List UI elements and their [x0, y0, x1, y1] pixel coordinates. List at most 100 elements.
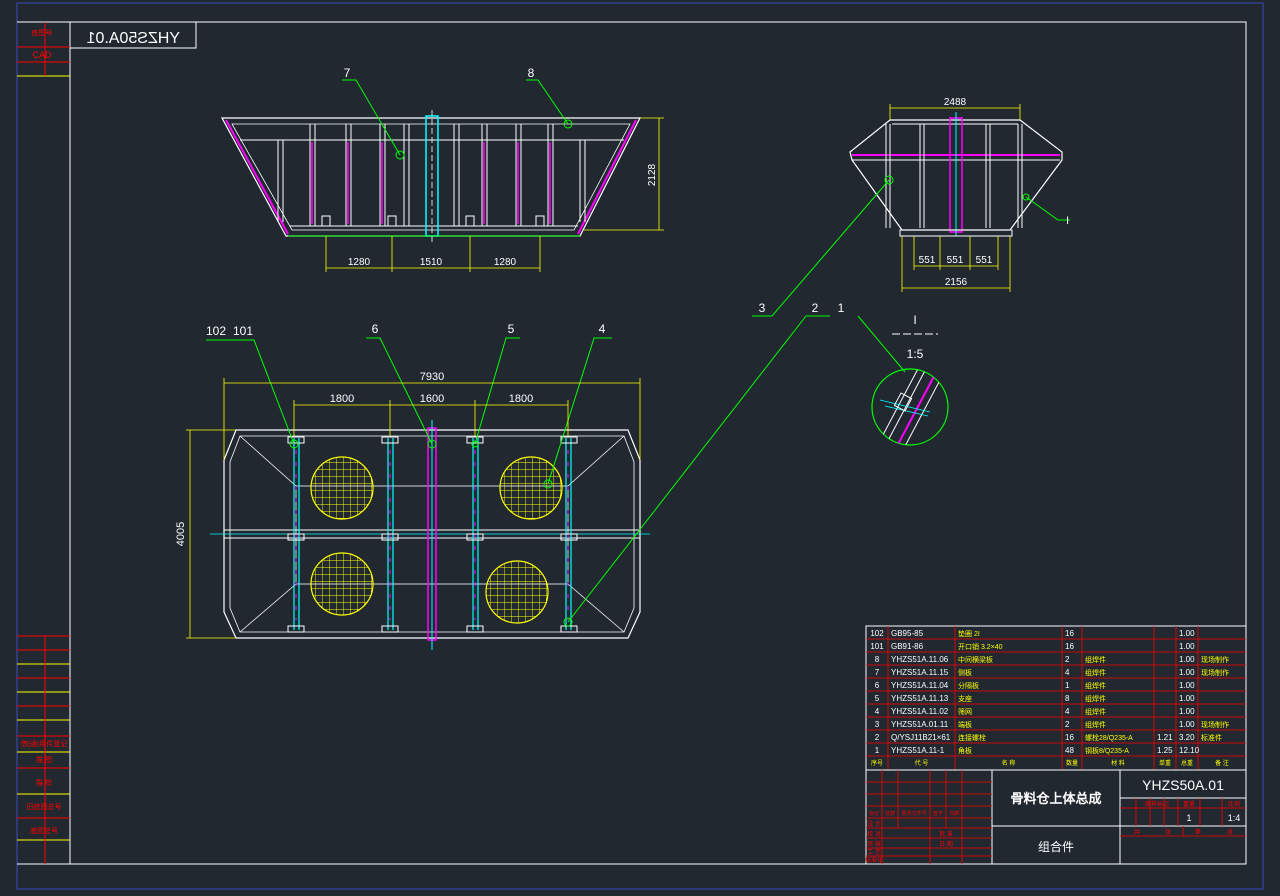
plan-callout-6: 6 [372, 322, 379, 336]
title-sheet-count: 1 [1186, 813, 1191, 823]
mirrored-code-box: YHZS50A.01 [70, 22, 197, 49]
bom-cell-name: 开口销 3.2×40 [958, 642, 1003, 651]
front-dim-1: 1510 [420, 257, 443, 268]
bom-cell-code: YHZS51A.11.15 [891, 668, 949, 677]
bom-cell-qty: 16 [1065, 629, 1074, 638]
bom-cell-note: 标准件 [1201, 733, 1222, 742]
bom-cell-no: 1 [875, 746, 880, 755]
revision-cell: 日期 [949, 811, 959, 817]
bom-header-cell: 名 称 [1002, 759, 1016, 767]
bom-cell-total: 1.00 [1179, 720, 1195, 729]
title-header-mark: 图样标记 [1145, 800, 1169, 808]
title-subtitle: 组合件 [1038, 839, 1074, 854]
side-bottom-dim-0: 551 [919, 255, 936, 266]
bom-cell-name: 侧板 [958, 668, 972, 677]
bom-cell-code: GB95-85 [891, 629, 924, 638]
left-strip-label-1: CAD [32, 50, 52, 60]
plan-span-1: 1600 [420, 393, 444, 405]
bom-cell-material: 组焊件 [1085, 655, 1106, 664]
bom-header-cell: 单重 [1159, 759, 1171, 767]
screen-grate-4 [485, 560, 549, 624]
bom-cell-no: 7 [875, 668, 880, 677]
sign-row-label: 批 准 [939, 830, 953, 838]
bom-cell-total: 3.20 [1179, 733, 1195, 742]
sign-row-label: 设 计 [867, 820, 881, 828]
bom-cell-qty: 48 [1065, 746, 1074, 755]
plan-callout-1: 1 [838, 301, 845, 315]
title-footer-2: 第 [1195, 828, 1201, 836]
bom-header-cell: 备 注 [1215, 759, 1229, 767]
bom-cell-qty: 4 [1065, 707, 1070, 716]
bom-cell-name: 分隔板 [958, 681, 979, 690]
side-bottom-dim-1: 551 [947, 255, 964, 266]
bom-cell-total: 1.00 [1179, 694, 1195, 703]
sign-row-label: 工 艺 [867, 848, 881, 856]
bom-header-cell: 序号 [871, 759, 883, 767]
left-strip-bottom-label-2: 描 校 [36, 778, 52, 787]
bom-cell-code: YHZS51A.11.02 [891, 707, 949, 716]
title-main: 骨料仓上体总成 [1010, 791, 1101, 806]
bom-cell-code: YHZS51A.11.06 [891, 655, 949, 664]
sign-row-label: 日 期 [939, 840, 953, 848]
plan-callout-2: 2 [812, 301, 819, 315]
left-strip-bottom-group: 借(通)用件登记 描 图 描 校 旧底图总号 底图总号 [17, 635, 70, 864]
bom-cell-unit: 1.25 [1157, 746, 1173, 755]
front-callout-7: 7 [344, 66, 351, 80]
bom-cell-material: 钢板8/Q235-A [1085, 746, 1129, 755]
title-block: 骨料仓上体总成 组合件 YHZS50A.01 图样标记 重量 比例 1 1:4 … [865, 769, 1247, 865]
bom-cell-no: 102 [870, 629, 884, 638]
front-callout-8: 8 [528, 66, 535, 80]
bom-cell-qty: 16 [1065, 733, 1074, 742]
side-callout-3: 3 [759, 301, 766, 315]
bom-cell-code: YHZS51A.11-1 [891, 746, 945, 755]
bom-cell-name: 垫圈 2I [958, 629, 980, 638]
bom-cell-code: YHZS51A.11.04 [891, 681, 949, 690]
bom-cell-no: 8 [875, 655, 880, 664]
bom-cell-note: 现场制作 [1201, 655, 1229, 664]
bom-header-cell: 材 料 [1111, 759, 1125, 767]
bom-cell-qty: 4 [1065, 668, 1070, 677]
screen-grate-3 [310, 552, 374, 616]
bom-cell-no: 6 [875, 681, 880, 690]
mirrored-drawing-code: YHZS50A.01 [87, 30, 180, 47]
bom-cell-no: 3 [875, 720, 880, 729]
side-detail-ref: I [1066, 215, 1069, 227]
bom-cell-material: 组焊件 [1085, 720, 1106, 729]
side-bottom-dim-2: 551 [976, 255, 993, 266]
sign-row-label: 标准化 [865, 856, 883, 864]
left-strip-bottom-label-1: 描 图 [36, 755, 52, 764]
bom-cell-no: 2 [875, 733, 880, 742]
bom-cell-total: 1.00 [1179, 668, 1195, 677]
bom-cell-qty: 16 [1065, 642, 1074, 651]
bom-cell-name: 连接螺栓 [958, 733, 986, 742]
front-uprights [277, 124, 586, 226]
bom-cell-material: 组焊件 [1085, 681, 1106, 690]
sign-row-label: 审 核 [867, 840, 881, 848]
title-header-weight: 重量 [1183, 800, 1195, 808]
bom-cell-no: 101 [870, 642, 884, 651]
bom-cell-qty: 2 [1065, 720, 1070, 729]
side-bottom-width: 2156 [945, 277, 968, 288]
plan-view: 102 101 6 5 4 2 1 7930 1800 1600 1800 40… [175, 301, 845, 650]
inner-frame [69, 21, 1247, 865]
plan-callout-5: 5 [508, 322, 515, 336]
bom-cell-name: 端板 [958, 720, 972, 729]
bom-cell-total: 1.00 [1179, 629, 1195, 638]
bom-cell-code: Q/YSJ11B21×61 [891, 733, 951, 742]
bom-cell-total: 12.10 [1179, 746, 1200, 755]
left-strip-bottom-label-0: 借(通)用件登记 [21, 739, 68, 748]
side-top-width: 2488 [944, 97, 967, 108]
bom-cell-total: 1.00 [1179, 681, 1195, 690]
revision-cell: 签字 [933, 810, 943, 817]
plan-callout-101: 101 [233, 324, 253, 338]
title-footer-3: 张 [1227, 828, 1233, 836]
title-footer-1: 张 [1165, 828, 1171, 836]
plan-span-0: 1800 [330, 393, 354, 405]
outer-frame [16, 2, 1264, 890]
bom-cell-total: 1.00 [1179, 655, 1195, 664]
screen-grate-2 [499, 456, 563, 520]
detail-label: I [913, 313, 916, 327]
sign-row-label: 校 对 [867, 830, 881, 838]
bom-cell-material: 组焊件 [1085, 694, 1106, 703]
